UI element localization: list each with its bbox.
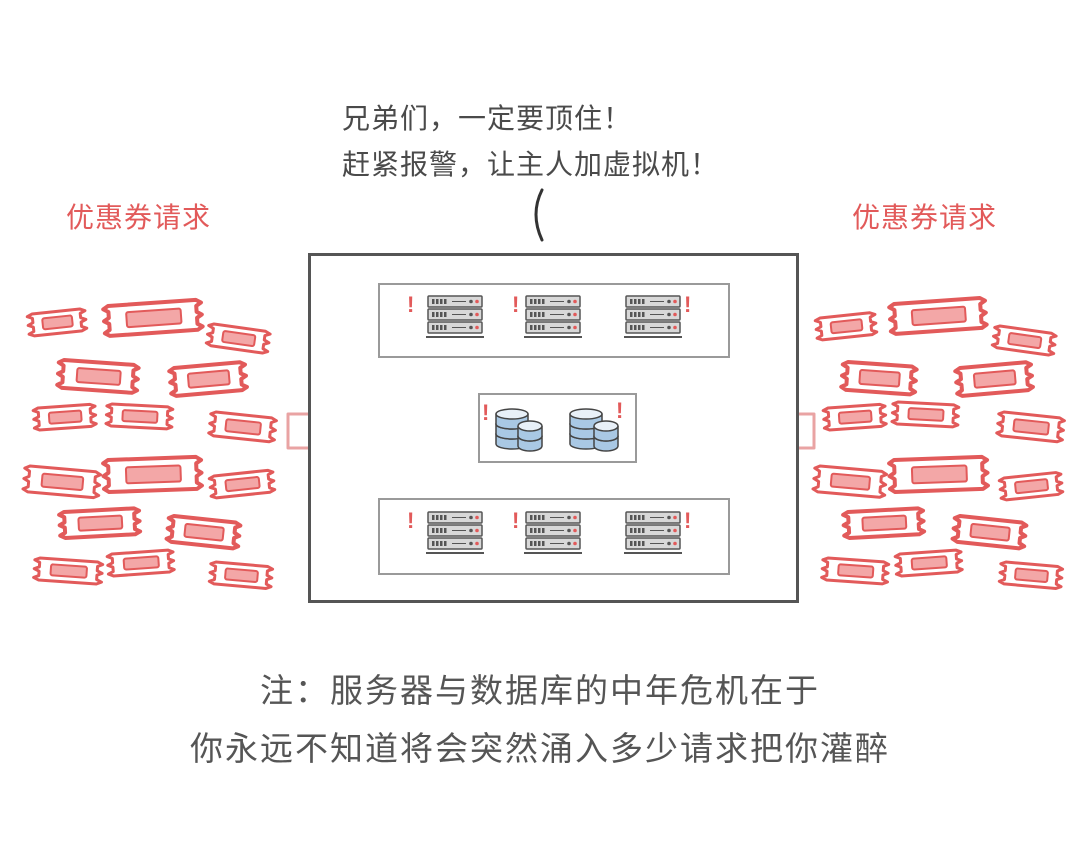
coupon-icon — [104, 402, 175, 431]
server-icon — [524, 295, 582, 338]
coupon-requests-label-right: 优惠券请求 — [852, 201, 998, 234]
coupon-icon — [811, 464, 889, 499]
coupon-icon — [207, 410, 278, 444]
alert-icon: ! — [512, 508, 519, 533]
alert-icon: ! — [684, 508, 691, 533]
coupon-icon — [821, 402, 888, 432]
coupon-icon — [167, 360, 249, 398]
alert-icon: ! — [407, 292, 414, 317]
coupon-icon — [820, 556, 891, 586]
coupon-icon — [57, 506, 143, 540]
coupon-icon — [950, 514, 1029, 551]
coupon-icon — [207, 468, 277, 500]
coupon-icon — [997, 471, 1065, 502]
coupon-icon — [887, 454, 990, 494]
coupon-icon — [890, 400, 961, 429]
coupon-icon — [893, 548, 964, 578]
coupon-icon — [204, 322, 272, 355]
coupon-icon — [207, 560, 275, 590]
speech-line-1: 兄弟们，一定要顶住！ — [342, 102, 633, 135]
coupon-icon — [995, 410, 1066, 444]
note-line-1: 注：服务器与数据库的中年危机在于 — [260, 671, 820, 710]
note-line-2: 你永远不知道将会突然涌入多少请求把你灌醉 — [190, 729, 890, 768]
speech-tail-icon — [534, 188, 544, 242]
alert-icon: ! — [482, 400, 489, 425]
coupon-icon — [164, 514, 243, 551]
coupon-icon — [31, 402, 98, 432]
coupon-icon — [21, 464, 103, 500]
speech-line-2: 赶紧报警，让主人加虚拟机！ — [342, 148, 720, 181]
coupon-icon — [997, 560, 1065, 590]
coupon-icon — [839, 360, 919, 397]
coupon-swarm-right — [811, 296, 1066, 590]
coupon-icon — [55, 358, 141, 395]
coupon-icon — [990, 324, 1058, 357]
database-icon — [517, 420, 543, 452]
coupon-icon — [101, 297, 205, 338]
coupon-icon — [32, 556, 105, 586]
coupon-icon — [105, 548, 176, 578]
coupon-icon — [841, 506, 927, 540]
server-icon — [624, 295, 682, 338]
alert-icon: ! — [407, 508, 414, 533]
coupon-icon — [813, 311, 879, 342]
server-icon — [624, 511, 682, 554]
alert-icon: ! — [616, 398, 623, 423]
coupon-icon — [887, 296, 989, 336]
server-icon — [426, 511, 484, 554]
alert-icon: ! — [512, 292, 519, 317]
coupon-icon — [25, 307, 89, 338]
coupon-requests-label-left: 优惠券请求 — [66, 201, 212, 234]
coupon-icon — [953, 360, 1035, 398]
speech-bubble: 兄弟们，一定要顶住！ 赶紧报警，让主人加虚拟机！ — [342, 96, 802, 188]
server-icon — [524, 511, 582, 554]
database-icon — [593, 420, 619, 452]
coupon-icon — [101, 454, 204, 494]
server-icon — [426, 295, 484, 338]
coupon-swarm-left — [21, 297, 278, 590]
alert-icon: ! — [684, 292, 691, 317]
